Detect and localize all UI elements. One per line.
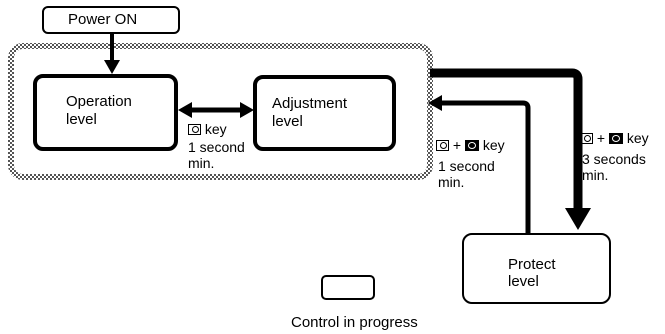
enter-key-time-line2: min.: [582, 167, 609, 183]
enter-key-time-line1: 3 seconds: [582, 151, 646, 167]
return-key-label: + key: [436, 137, 505, 153]
power-on-arrowhead: [104, 60, 120, 74]
return-key-time-line2: min.: [438, 174, 465, 190]
power-on-box: Power ON: [42, 6, 180, 34]
enter-key-text: key: [626, 130, 649, 146]
return-key-text: key: [482, 137, 505, 153]
level-key-icon: [436, 140, 449, 151]
from-protect-arrowhead: [428, 95, 442, 111]
op-adj-arrowhead-left: [178, 102, 192, 118]
mode-key-icon: [464, 140, 479, 151]
mid-key-label: key: [188, 121, 227, 137]
mode-key-icon: [608, 133, 623, 144]
power-on-label: Power ON: [68, 11, 138, 28]
level-key-icon: [188, 124, 201, 135]
mid-key-text: key: [204, 121, 227, 137]
op-adj-arrowhead-right: [240, 102, 254, 118]
operation-level-label-line2: level: [66, 111, 97, 128]
operation-level-box: Operation level: [33, 74, 178, 151]
protect-level-label-line1: Protect: [508, 256, 556, 273]
legend-swatch: [321, 275, 375, 300]
operation-level-label-line1: Operation: [66, 93, 132, 110]
protect-level-box: Protect level: [462, 233, 611, 304]
adjustment-level-label-line2: level: [272, 113, 303, 130]
adjustment-level-box: Adjustment level: [253, 75, 396, 151]
return-plus: +: [452, 137, 462, 153]
enter-key-label: + key: [580, 130, 649, 146]
protect-level-label-line2: level: [508, 273, 539, 290]
mid-key-time-line2: min.: [188, 155, 215, 171]
enter-plus: +: [596, 130, 606, 146]
mid-key-time-line1: 1 second: [188, 139, 245, 155]
to-protect-arrow: [430, 68, 583, 212]
control-in-progress-region: [8, 43, 433, 180]
adjustment-level-label-line1: Adjustment: [272, 95, 348, 112]
return-key-time-line1: 1 second: [438, 158, 495, 174]
legend-label: Control in progress: [291, 314, 418, 331]
from-protect-arrow: [440, 100, 531, 234]
to-protect-arrowhead: [565, 208, 591, 230]
level-key-icon: [580, 133, 593, 144]
